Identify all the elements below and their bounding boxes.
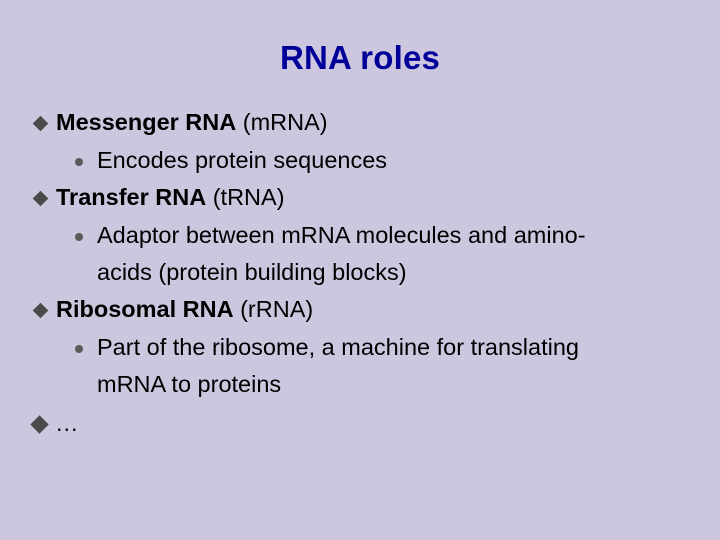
diamond-bullet-icon bbox=[32, 115, 49, 131]
dot-bullet-icon bbox=[75, 158, 83, 166]
list-item-label: Encodes protein sequences bbox=[97, 147, 388, 173]
list-item-abbreviation: (mRNA) bbox=[236, 109, 328, 135]
list-item-abbreviation: (tRNA) bbox=[206, 184, 285, 210]
dot-bullet-icon bbox=[75, 233, 83, 241]
diamond-bullet-icon bbox=[32, 302, 49, 318]
page-title: RNA roles bbox=[279, 39, 441, 76]
list-item-abbreviation: (rRNA) bbox=[233, 296, 314, 322]
list-item: Messenger RNA (mRNA) bbox=[30, 104, 702, 141]
bullet-list: Messenger RNA (mRNA) Encodes protein seq… bbox=[30, 104, 702, 442]
diamond-bullet-icon bbox=[30, 414, 49, 434]
list-item-label: Messenger RNA bbox=[56, 109, 237, 135]
list-item-label-line1: Part of the ribosome, a machine for tran… bbox=[97, 334, 579, 360]
list-item-label-line2: mRNA to proteins bbox=[97, 371, 282, 397]
diamond-bullet-icon bbox=[32, 190, 49, 206]
list-item: Transfer RNA (tRNA) bbox=[30, 179, 702, 216]
list-item: Adaptor between mRNA molecules and amino… bbox=[30, 217, 702, 291]
dot-bullet-icon bbox=[75, 345, 83, 353]
list-item-label: Transfer RNA bbox=[56, 184, 207, 210]
list-item: ... bbox=[30, 405, 702, 442]
list-item-label: ... bbox=[56, 410, 79, 436]
list-item: Part of the ribosome, a machine for tran… bbox=[30, 329, 702, 403]
list-item-label-line2: acids (protein building blocks) bbox=[97, 259, 407, 285]
list-item: Ribosomal RNA (rRNA) bbox=[30, 291, 702, 328]
list-item-label-line1: Adaptor between mRNA molecules and amino… bbox=[97, 222, 586, 248]
list-item-label: Ribosomal RNA bbox=[56, 296, 234, 322]
list-item: Encodes protein sequences bbox=[30, 142, 702, 179]
